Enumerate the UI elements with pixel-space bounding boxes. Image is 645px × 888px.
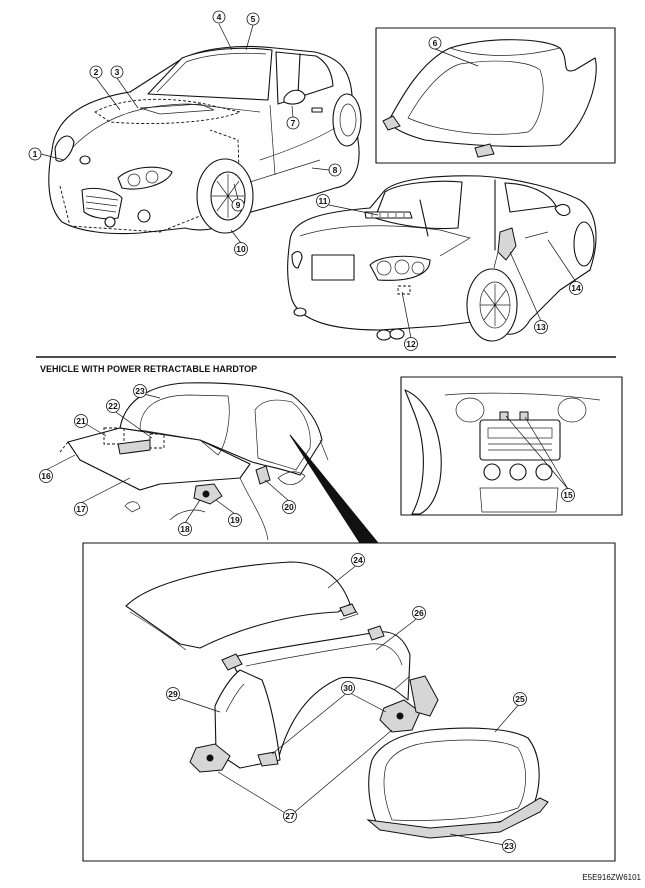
svg-text:16: 16: [41, 471, 51, 481]
svg-text:7: 7: [291, 118, 296, 128]
svg-text:2: 2: [94, 67, 99, 77]
callout-23-bottom: 23: [502, 839, 516, 853]
callout-9: 9: [231, 198, 245, 212]
callout-12: 12: [404, 337, 418, 351]
svg-text:19: 19: [230, 515, 240, 525]
svg-text:23: 23: [135, 386, 145, 396]
callout-4: 4: [212, 10, 226, 24]
svg-text:13: 13: [536, 322, 546, 332]
callout-30: 30: [341, 681, 355, 695]
callout-13: 13: [534, 320, 548, 334]
figure-code: E5E916ZW6101: [582, 873, 641, 882]
svg-text:5: 5: [251, 14, 256, 24]
svg-text:22: 22: [108, 401, 118, 411]
callout-2: 2: [89, 65, 103, 79]
svg-text:27: 27: [285, 811, 295, 821]
svg-text:4: 4: [217, 12, 222, 22]
callout-24: 24: [351, 553, 365, 567]
hardtop-inset-frame: [375, 27, 616, 164]
svg-text:10: 10: [236, 244, 246, 254]
section-title: VEHICLE WITH POWER RETRACTABLE HARDTOP: [40, 364, 257, 374]
exploded-view-frame: [82, 542, 616, 862]
callout-27: 27: [283, 809, 297, 823]
callout-18: 18: [178, 522, 192, 536]
hardtop-inset: [375, 27, 616, 164]
svg-text:26: 26: [414, 608, 424, 618]
callout-11: 11: [316, 194, 330, 208]
svg-text:21: 21: [76, 416, 86, 426]
svg-text:9: 9: [236, 200, 241, 210]
callout-29: 29: [166, 687, 180, 701]
callout-21: 21: [74, 414, 88, 428]
callouts: 1 2 3 4 5 6 7 8 9 10 11 12 13 14 15 16 1…: [28, 10, 583, 853]
callout-1: 1: [28, 147, 42, 161]
svg-text:24: 24: [353, 555, 363, 565]
svg-text:25: 25: [515, 694, 525, 704]
svg-text:12: 12: [406, 339, 416, 349]
callout-3: 3: [110, 65, 124, 79]
svg-text:6: 6: [433, 38, 438, 48]
callout-8: 8: [328, 163, 342, 177]
svg-text:14: 14: [571, 283, 581, 293]
svg-text:15: 15: [563, 490, 573, 500]
svg-text:3: 3: [115, 67, 120, 77]
callout-15: 15: [561, 488, 575, 502]
callout-10: 10: [234, 242, 248, 256]
callout-5: 5: [246, 12, 260, 26]
dashboard-inset: [400, 376, 623, 516]
svg-text:30: 30: [343, 683, 353, 693]
rear-car-view: [287, 175, 597, 342]
callout-16: 16: [39, 469, 53, 483]
dashboard-inset-frame: [400, 376, 623, 516]
callout-19: 19: [228, 513, 242, 527]
exploded-view: [82, 434, 616, 862]
callout-6: 6: [428, 36, 442, 50]
callout-25: 25: [513, 692, 527, 706]
callout-20: 20: [282, 500, 296, 514]
svg-text:18: 18: [180, 524, 190, 534]
callout-7: 7: [286, 116, 300, 130]
callout-14: 14: [569, 281, 583, 295]
hardtop-side-view: [59, 382, 329, 541]
callout-26: 26: [412, 606, 426, 620]
leader-lines: [40, 23, 577, 847]
svg-text:11: 11: [319, 196, 328, 206]
callout-17: 17: [74, 502, 88, 516]
svg-text:29: 29: [168, 689, 178, 699]
svg-text:8: 8: [333, 165, 338, 175]
callout-23-top: 23: [133, 384, 147, 398]
svg-text:1: 1: [33, 149, 38, 159]
svg-text:20: 20: [284, 502, 294, 512]
svg-text:17: 17: [76, 504, 86, 514]
svg-text:23: 23: [504, 841, 514, 851]
callout-22: 22: [106, 399, 120, 413]
front-car-view: [48, 46, 362, 235]
